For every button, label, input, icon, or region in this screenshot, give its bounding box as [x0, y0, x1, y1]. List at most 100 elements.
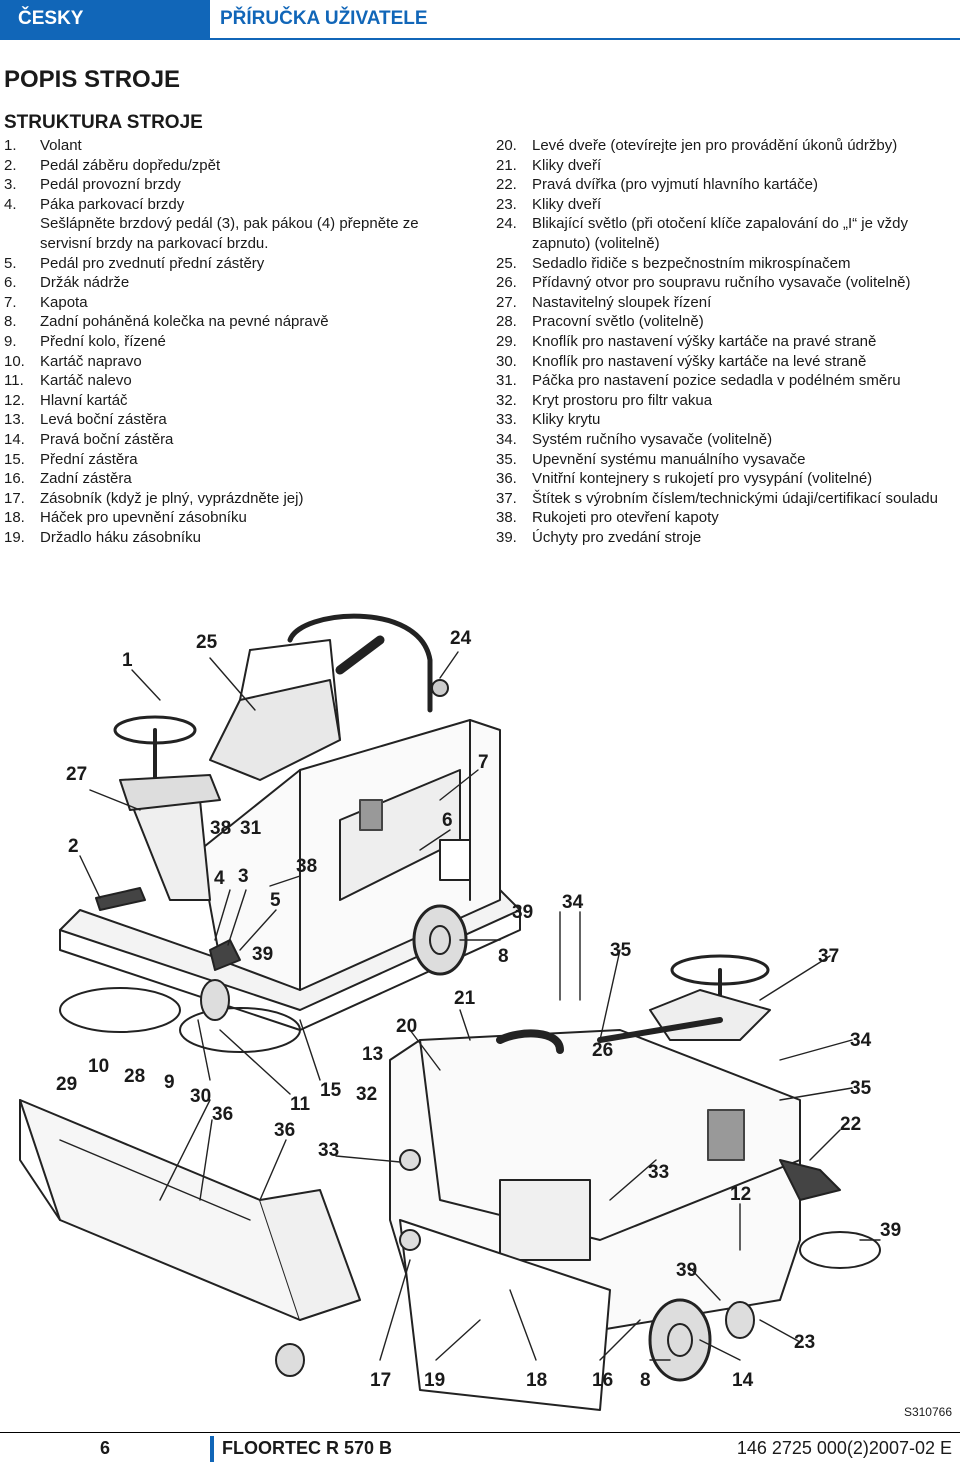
- page-number: 6: [100, 1438, 111, 1458]
- item-text: Páka parkovací brzdy: [40, 195, 185, 213]
- callout-label: 35: [610, 940, 632, 961]
- item-text: Pravá boční zástěra: [40, 430, 174, 448]
- callout-label: 7: [478, 752, 489, 773]
- item-text: Blikající světlo (při otočení klíče zapa…: [532, 215, 908, 252]
- item-text: Volant: [40, 137, 82, 154]
- list-item: 34.Systém ručního vysavače (volitelně): [496, 430, 956, 450]
- callout-label: 10: [88, 1056, 110, 1077]
- item-number: 8.: [4, 313, 17, 331]
- figure-code: S310766: [903, 1405, 952, 1419]
- item-number: 17.: [4, 489, 25, 507]
- list-item: 17. Zásobník (když je plný, vyprázdněte j…: [4, 489, 464, 509]
- callout-label: 11: [290, 1094, 311, 1115]
- callout-label: 36: [212, 1104, 234, 1125]
- item-number: 23.: [496, 195, 517, 213]
- callout-label: 29: [56, 1074, 78, 1095]
- item-text: Kliky dveří: [532, 195, 602, 213]
- machine-model: FLOORTEC R 570 B: [222, 1438, 393, 1458]
- item-text: Zadní poháněná kolečka na pevné nápravě: [40, 313, 329, 331]
- item-text: Knoflík pro nastavení výšky kartáče na p…: [532, 332, 877, 350]
- item-text: Upevnění systému manuálního vysavače: [532, 450, 806, 468]
- callout-label: 34: [850, 1030, 872, 1051]
- list-item: 12.Hlavní kartáč: [4, 391, 464, 411]
- callout-label: 24: [450, 628, 472, 649]
- item-text: Úchyty pro zvedání stroje: [532, 528, 702, 546]
- callout-label: 6: [442, 810, 453, 831]
- item-text: Levá boční zástěra: [40, 411, 167, 429]
- callout-label: 35: [850, 1078, 872, 1099]
- document-number: 146 2725 000(2)2007-02 E: [736, 1438, 952, 1458]
- item-text: Přední zástěra: [40, 450, 138, 468]
- item-text: Sešlápněte brzdový pedál (3), pak pákou …: [40, 215, 419, 252]
- item-number: 20.: [496, 137, 517, 154]
- list-item: 32.Kryt prostoru pro filtr vakua: [496, 391, 956, 411]
- list-item: 28.Pracovní světlo (volitelně): [496, 312, 956, 332]
- item-number: 24.: [496, 215, 517, 233]
- item-text: Páčka pro nastavení pozice sedadla v pod…: [532, 372, 901, 390]
- item-text: Vnitřní kontejnery s rukojetí pro vysypá…: [532, 470, 873, 488]
- list-item: 16.Zadní zástěra: [4, 469, 464, 489]
- item-text: Pedál pro zvednutí přední zástěry: [40, 254, 265, 272]
- item-number: 21.: [496, 156, 517, 174]
- item-text: Sedadlo řidiče s bezpečnostním mikrospín…: [532, 254, 851, 272]
- item-number: 14.: [4, 430, 25, 448]
- item-number: 5.: [4, 254, 17, 272]
- item-number: 1.: [4, 137, 17, 154]
- list-item: 36.Vnitřní kontejnery s rukojetí pro vys…: [496, 469, 956, 489]
- callout-label: 39: [880, 1220, 902, 1241]
- item-number: 15.: [4, 450, 25, 468]
- header-rule: [0, 38, 960, 40]
- callout-label: 22: [840, 1114, 862, 1135]
- list-item: 38.Rukojeti pro otevření kapoty: [496, 508, 956, 528]
- list-item: 23. Kliky dveří: [496, 195, 956, 215]
- callout-label: 33: [648, 1162, 670, 1183]
- callout-label: 8: [498, 946, 509, 967]
- callout-label: 39: [676, 1260, 698, 1281]
- item-number: 30.: [496, 352, 517, 370]
- item-text: Pedál záběru dopředu/zpět: [40, 156, 221, 174]
- item-number: 9.: [4, 332, 17, 350]
- item-text: Štítek s výrobním číslem/technickými úda…: [532, 489, 938, 507]
- list-item: 22.Pravá dvířka (pro vyjmutí hlavního ka…: [496, 175, 956, 195]
- item-text: Háček pro upevnění zásobníku: [40, 509, 247, 527]
- callout-label: 15: [320, 1080, 342, 1101]
- list-item: 35. Upevnění systému manuálního vysavače: [496, 450, 956, 470]
- list-item: 11.Kartáč nalevo: [4, 371, 464, 391]
- callout-label: 2: [68, 836, 79, 857]
- list-item: 13.Levá boční zástěra: [4, 410, 464, 430]
- list-item: 5. Pedál pro zvednutí přední zástěry: [4, 254, 464, 274]
- callout-label: 30: [190, 1086, 212, 1107]
- section-title: POPIS STROJE: [4, 66, 181, 93]
- callout-label: 31: [240, 818, 262, 839]
- footer-rule: [0, 1432, 960, 1433]
- item-text: Pravá dvířka (pro vyjmutí hlavního kartá…: [532, 176, 818, 194]
- list-item: 3.Pedál provozní brzdy: [4, 175, 464, 195]
- page-header: ČESKY PŘÍRUČKA UŽIVATELE: [0, 0, 960, 40]
- list-item: 6.Držák nádrže: [4, 273, 464, 293]
- item-number: 4.: [4, 195, 17, 213]
- callout-label: 13: [362, 1044, 384, 1065]
- list-item: 29.Knoflík pro nastavení výšky kartáče n…: [496, 332, 956, 352]
- parts-list-right: 20.Levé dveře (otevírejte jen pro provád…: [496, 136, 956, 547]
- list-item: 15. Přední zástěra: [4, 450, 464, 470]
- callout-label: 28: [124, 1066, 146, 1087]
- rear-machine-view: [335, 911, 881, 1411]
- callout-label: 4: [214, 868, 225, 889]
- item-number: 35.: [496, 450, 517, 468]
- item-number: 7.: [4, 293, 17, 311]
- item-number: 26.: [496, 274, 517, 292]
- callout-label: 33: [318, 1140, 340, 1161]
- list-item: 20.Levé dveře (otevírejte jen pro provád…: [496, 136, 956, 156]
- container-view: [19, 1099, 361, 1377]
- item-text: Přední kolo, řízené: [40, 332, 166, 350]
- callout-label: 8: [640, 1370, 651, 1391]
- item-text: Zásobník (když je plný, vyprázdněte jej): [40, 489, 304, 507]
- callout-label: 34: [562, 892, 584, 913]
- list-item: 25.Sedadlo řidiče s bezpečnostním mikros…: [496, 254, 956, 274]
- list-item: 30.Knoflík pro nastavení výšky kartáče n…: [496, 352, 956, 372]
- item-number: 33.: [496, 411, 517, 429]
- list-item: 2.Pedál záběru dopředu/zpět: [4, 156, 464, 176]
- item-number: 6.: [4, 274, 17, 292]
- item-text: Kryt prostoru pro filtr vakua: [532, 391, 713, 409]
- list-item: 18.Háček pro upevnění zásobníku: [4, 508, 464, 528]
